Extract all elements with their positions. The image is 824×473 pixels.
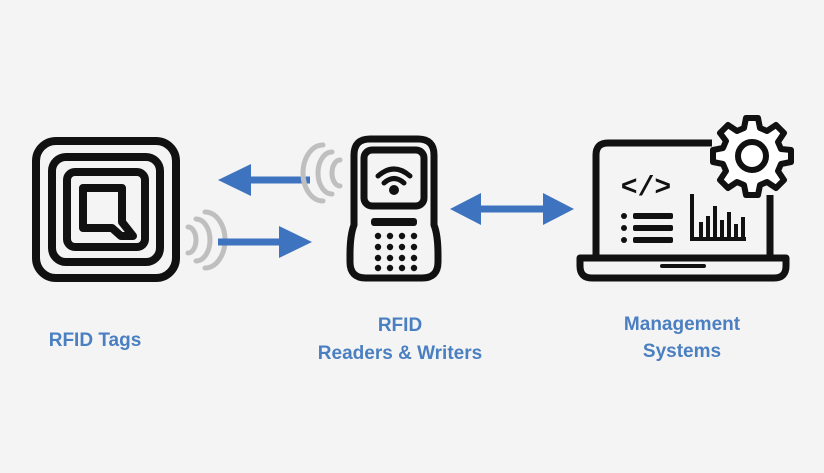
laptop-gear-icon: </> <box>576 115 794 282</box>
label-line: Systems <box>642 341 722 362</box>
label-rfid-tags: RFID Tags <box>49 328 142 353</box>
arrow-reader-to-tag <box>218 164 310 196</box>
gear-icon <box>710 115 794 198</box>
code-symbol-icon: </> <box>621 173 671 204</box>
rfid-tag-icon <box>32 137 180 282</box>
label-line: Readers & Writers <box>317 343 483 364</box>
label-line: Management <box>623 314 741 335</box>
wifi-icon <box>375 166 413 195</box>
handheld-reader-icon <box>346 135 442 282</box>
label-rfid-readers-writers: RFID Readers & Writers <box>318 313 482 366</box>
list-lines-icon <box>621 213 673 243</box>
label-line: RFID <box>377 315 423 336</box>
label-management-systems: Management Systems <box>624 312 740 364</box>
bar-chart-icon <box>690 194 746 241</box>
arrow-tag-to-reader <box>218 226 312 258</box>
arrow-reader-management-two-way <box>450 193 574 225</box>
reader-signal-waves-icon <box>300 142 343 204</box>
reader-keypad <box>371 218 418 272</box>
label-line: RFID Tags <box>48 330 142 351</box>
